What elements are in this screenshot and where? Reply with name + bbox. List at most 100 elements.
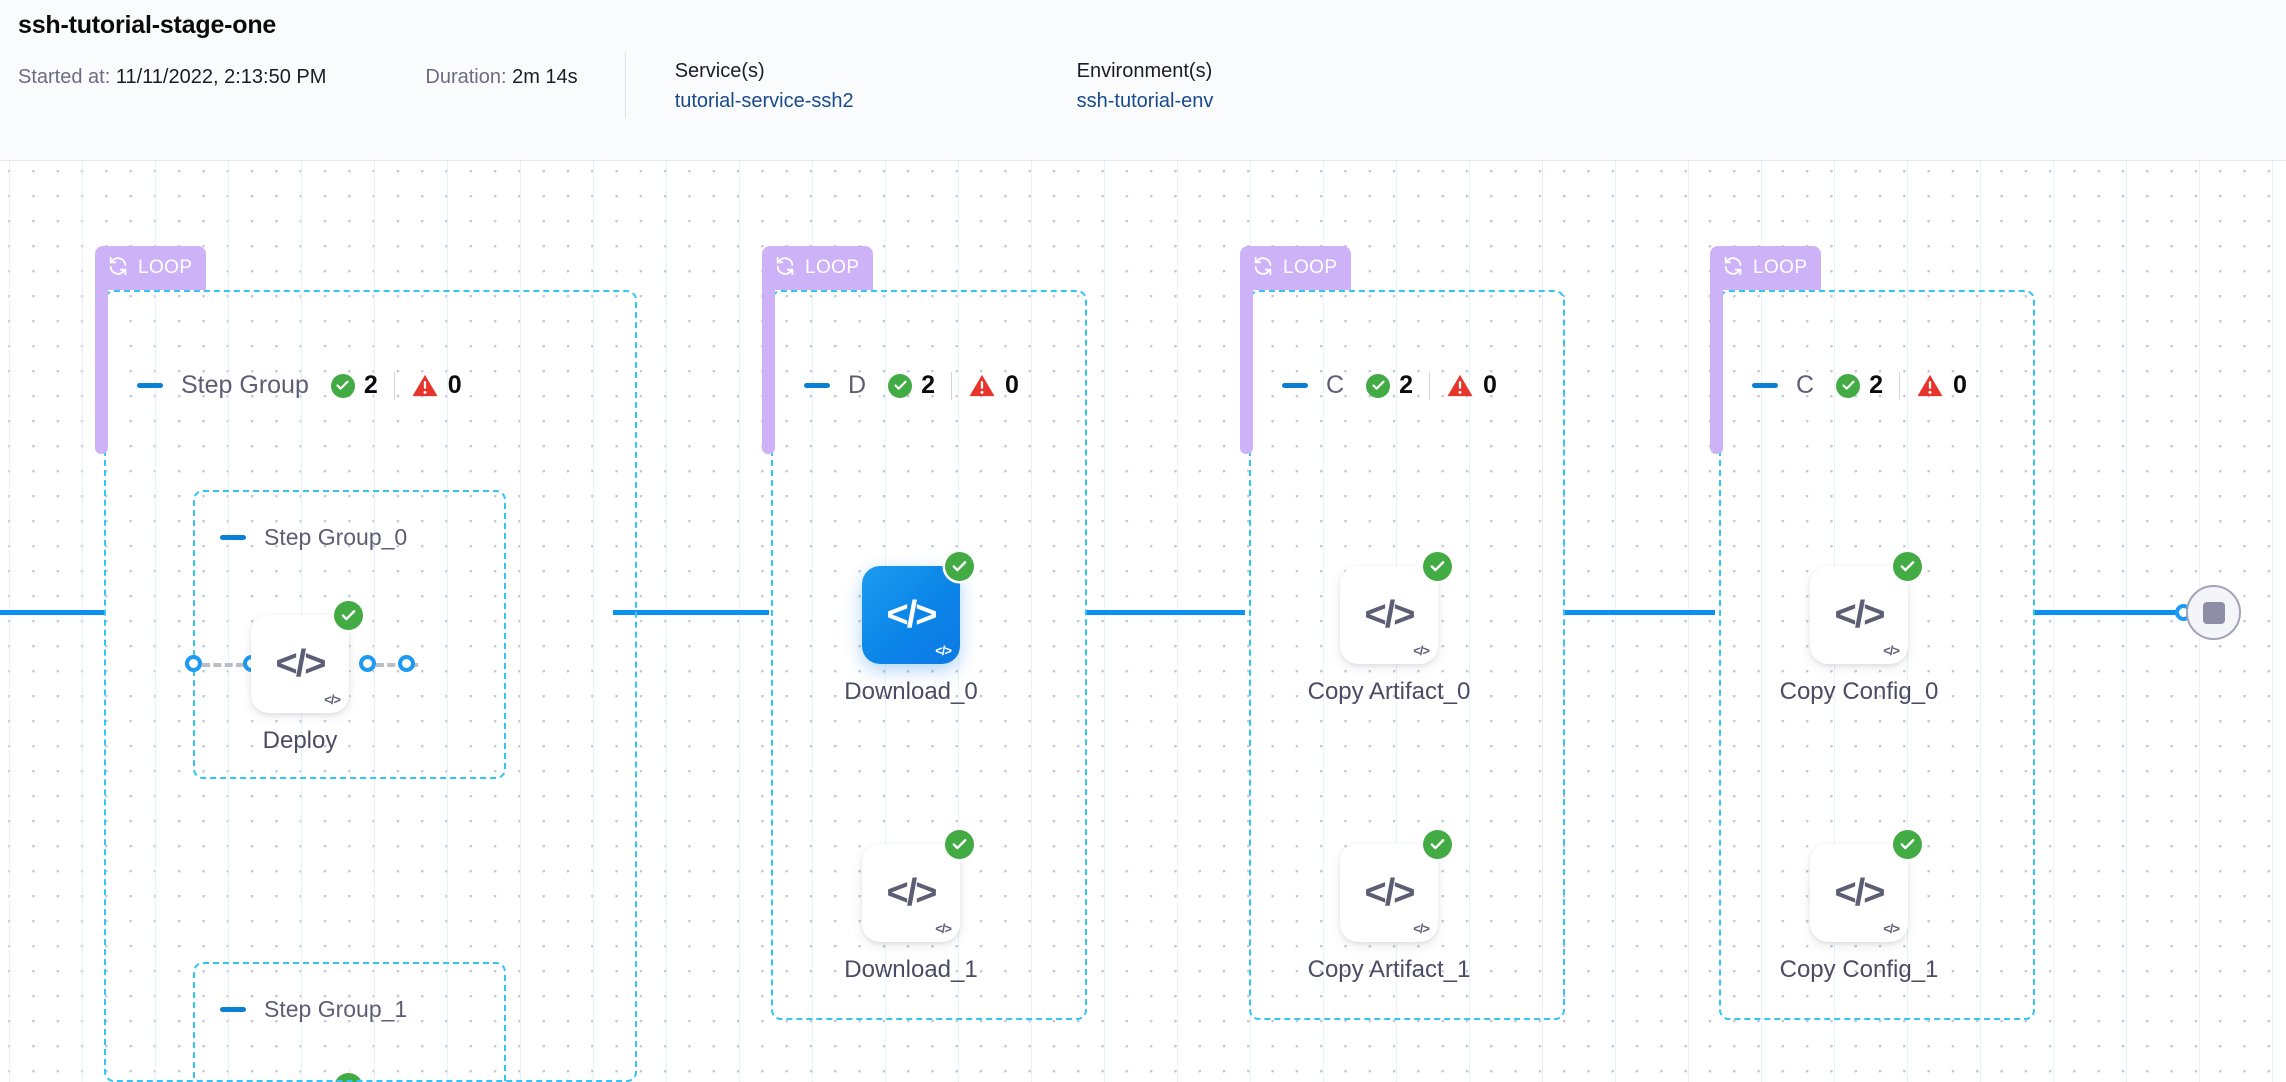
- port-right-inner-deploy[interactable]: [359, 655, 376, 672]
- step-node-card[interactable]: </> </>: [251, 601, 363, 713]
- group-counts-copy-artifact: 2 0: [1366, 371, 1497, 400]
- loop-badge[interactable]: LOOP: [762, 246, 874, 290]
- warning-count-value: 0: [1004, 371, 1019, 399]
- count-divider: [393, 371, 395, 400]
- services-title: Service(s): [674, 60, 765, 82]
- warning-count-copy-config: 0: [1916, 371, 1967, 400]
- step-node-card[interactable]: </> </>: [1340, 830, 1452, 942]
- collapse-toggle-step-group[interactable]: [137, 383, 163, 388]
- check-circle-icon: [1836, 373, 1861, 398]
- step-node-card[interactable]: </> </>: [862, 552, 974, 664]
- step-node-deploy[interactable]: </> </> Deploy: [251, 601, 363, 754]
- step-node-card[interactable]: </> </>: [862, 830, 974, 942]
- subgroup-container-step-group-1: [193, 962, 506, 1082]
- warning-count-value: 0: [1952, 371, 1967, 399]
- loop-refresh-icon: [107, 255, 129, 282]
- count-divider: [1898, 371, 1900, 400]
- connector-line-1-2: [613, 610, 769, 615]
- loop-badge[interactable]: LOOP: [95, 246, 207, 290]
- status-badge-success: [945, 552, 974, 581]
- collapse-toggle-copy-config[interactable]: [1752, 383, 1778, 388]
- dashed-connector-right-deploy: [376, 663, 418, 667]
- group-counts-step-group: 2 0: [330, 371, 462, 400]
- loop-badge-label: LOOP: [1283, 257, 1338, 278]
- services-value[interactable]: tutorial-service-ssh2: [674, 90, 854, 112]
- collapse-toggle-step-group-0[interactable]: [220, 535, 246, 540]
- port-right-outer-deploy[interactable]: [398, 655, 415, 672]
- execution-header: ssh-tutorial-stage-one Started at: 11/11…: [0, 0, 2286, 161]
- subgroup-container-step-group-0: [193, 490, 506, 779]
- collapse-toggle-copy-artifact[interactable]: [1282, 383, 1308, 388]
- status-badge-success: [1893, 552, 1922, 581]
- code-brackets-mini-icon: </>: [935, 643, 952, 658]
- subgroup-title-step-group-1: Step Group_1: [264, 996, 408, 1022]
- loop-badge-label: LOOP: [138, 257, 193, 278]
- step-node-download-0[interactable]: </> </> Download_0: [844, 552, 978, 705]
- pipeline-canvas[interactable]: LOOP Step Group 2 0: [0, 161, 2286, 1082]
- success-count-value: 2: [1869, 371, 1883, 399]
- step-node-download-1[interactable]: </> </> Download_1: [844, 830, 978, 983]
- group-container-copy-artifact: [1249, 290, 1565, 1020]
- success-count-value: 2: [921, 371, 935, 399]
- success-count-copy-config: 2: [1836, 371, 1883, 400]
- environments-block: Environment(s) ssh-tutorial-env: [1077, 58, 1214, 118]
- dashed-connector-left-deploy: [202, 663, 244, 667]
- port-left-outer-deploy[interactable]: [185, 655, 202, 672]
- connector-line-3-4: [1565, 610, 1715, 615]
- step-node-card[interactable]: </> </>: [1810, 552, 1922, 664]
- warning-count-copy-artifact: 0: [1446, 371, 1497, 400]
- step-node-label: Download_1: [844, 956, 978, 983]
- end-node[interactable]: [2186, 585, 2241, 640]
- step-node-copy-artifact-1[interactable]: </> </> Copy Artifact_1: [1308, 830, 1470, 983]
- step-node-label: Copy Artifact_0: [1307, 678, 1471, 705]
- loop-group-download: LOOP D 2 0: [762, 246, 1087, 1020]
- loop-side-bar: [1710, 290, 1723, 454]
- connector-line-exit: [2035, 610, 2182, 615]
- duration: Duration: 2m 14s: [425, 58, 577, 89]
- code-brackets-mini-icon: </>: [1883, 643, 1900, 658]
- group-counts-download: 2 0: [888, 371, 1019, 400]
- group-container-step-group: [104, 290, 637, 1082]
- step-node-copy-config-1[interactable]: </> </> Copy Config_1: [1780, 830, 1938, 983]
- started-at-value: 11/11/2022, 2:13:50 PM: [115, 66, 327, 88]
- collapse-toggle-step-group-1[interactable]: [220, 1007, 246, 1012]
- duration-value: 2m 14s: [512, 66, 578, 88]
- status-badge-success: [334, 1073, 363, 1082]
- services-block: Service(s) tutorial-service-ssh2: [675, 58, 854, 118]
- warning-triangle-icon: [1446, 373, 1474, 398]
- success-count-value: 2: [1399, 371, 1413, 399]
- loop-refresh-icon: [774, 255, 796, 282]
- collapse-toggle-download[interactable]: [804, 383, 830, 388]
- loop-badge-label: LOOP: [805, 257, 860, 278]
- step-node-label: Download_0: [844, 678, 978, 705]
- execution-meta-row: Started at: 11/11/2022, 2:13:50 PM Durat…: [18, 52, 1214, 128]
- loop-badge[interactable]: LOOP: [1710, 246, 1822, 290]
- group-container-download: [771, 290, 1087, 1020]
- code-brackets-icon: </>: [275, 642, 327, 685]
- step-node-card[interactable]: </> </>: [1340, 552, 1452, 664]
- group-container-copy-config: [1719, 290, 2035, 1020]
- loop-refresh-icon: [1252, 255, 1274, 282]
- loop-refresh-icon: [1722, 255, 1744, 282]
- success-count-download: 2: [888, 371, 935, 400]
- step-node-card[interactable]: </> </>: [1810, 830, 1922, 942]
- step-node-copy-artifact-0[interactable]: </> </> Copy Artifact_0: [1308, 552, 1470, 705]
- environments-value[interactable]: ssh-tutorial-env: [1076, 90, 1214, 112]
- code-brackets-icon: </>: [1834, 871, 1886, 914]
- group-header-step-group: Step Group 2 0: [137, 371, 462, 400]
- code-brackets-icon: </>: [1834, 593, 1886, 636]
- loop-group-copy-artifact: LOOP C 2 0: [1240, 246, 1565, 1020]
- status-badge-success: [1423, 552, 1452, 581]
- started-at-label: Started at:: [18, 66, 111, 88]
- code-brackets-icon: </>: [1364, 871, 1416, 914]
- status-badge-success: [334, 601, 363, 630]
- code-brackets-mini-icon: </>: [1883, 921, 1900, 936]
- step-node-label: Copy Config_0: [1779, 678, 1939, 705]
- check-circle-icon: [330, 373, 355, 398]
- step-node-copy-config-0[interactable]: </> </> Copy Config_0: [1780, 552, 1938, 705]
- loop-badge[interactable]: LOOP: [1240, 246, 1352, 290]
- warning-triangle-icon: [1916, 373, 1944, 398]
- status-badge-success: [1423, 830, 1452, 859]
- success-count-value: 2: [363, 371, 378, 399]
- step-node-label: Copy Config_1: [1779, 956, 1939, 983]
